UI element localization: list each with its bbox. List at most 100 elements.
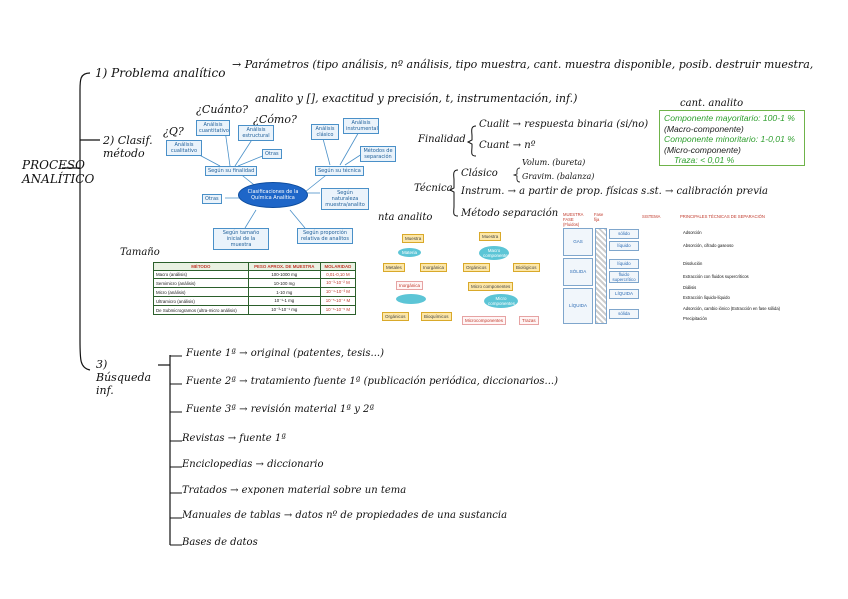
tecnica-cell: Adsorción, cambio iónico (Extracción en …	[683, 306, 781, 311]
sistema-cell: sólido	[609, 229, 639, 239]
sistema-cell: sólida	[609, 309, 639, 319]
tecnica-clasico: Clásico	[461, 168, 498, 179]
tamano-cell: 0,01-0,10 M	[319, 270, 357, 279]
sep-header: PRINCIPALES TÉCNICAS DE SEPARACIÓN	[680, 214, 765, 219]
tecnica-separacion: Método separación	[461, 208, 559, 219]
tamano-cell: Micro (análisis)	[153, 287, 249, 297]
table-row: Micro (análisis) 1-10 mg 10⁻⁴-10⁻³ M	[153, 287, 357, 297]
table-row: De Submicrogramos (ultra-micro análisis)…	[153, 305, 357, 315]
mindmap-node: Análisis instrumental	[343, 118, 379, 134]
table-row: Semimicro (análisis) 10-100 mg 10⁻³-10⁻²…	[153, 278, 357, 288]
tecnica-gravim: Gravim. (balanza)	[522, 172, 595, 181]
mindmap-q3: ¿Cómo?	[253, 113, 297, 126]
tamano-cell: 10⁻¹-1 mg	[247, 296, 321, 306]
cant-line: Componente mayoritario: 100-1 %	[664, 113, 795, 123]
tamano-cell: 10⁻⁴-10⁻³ M	[319, 287, 357, 297]
phase-solida: SÓLIDA	[563, 258, 593, 286]
nat-node: Bioquímicos	[421, 312, 452, 321]
source-item: Revistas → fuente 1ª	[182, 433, 287, 444]
tamano-label: Tamaño	[120, 247, 160, 258]
tamano-header: MÉTODO	[153, 262, 249, 271]
tamano-cell: Ultramicro (análisis)	[153, 296, 249, 306]
tecnica-cell: Precipitación	[683, 316, 707, 321]
tecnica-cell: Disolución	[683, 261, 703, 266]
nat-node: Micro componentes	[468, 282, 514, 291]
nat-node: Biológicos	[513, 263, 540, 272]
mindmap-node: Según tamaño inicial de la muestra	[213, 228, 269, 250]
sep-header: MUESTRA FASE (Fluidos)	[563, 212, 584, 227]
tamano-cell: De Submicrogramos (ultra-micro análisis)	[153, 305, 249, 315]
tamano-cell: 10⁻⁵-10⁻⁴ M	[319, 296, 357, 306]
tamano-cell: 10⁻³-10⁻¹ mg	[247, 305, 321, 315]
table-row: Ultramicro (análisis) 10⁻¹-1 mg 10⁻⁵-10⁻…	[153, 296, 357, 306]
tamano-cell: Macro (análisis)	[153, 270, 249, 279]
nat-node: Microcomponentes	[462, 316, 507, 325]
cant-line: (Micro-componente)	[664, 144, 741, 155]
tecnica-label: Técnica	[414, 183, 453, 194]
mindmap-center: Clasificaciones de la Química Analítica	[238, 182, 308, 208]
nat-node: Inorgánica	[396, 281, 424, 290]
naturaleza-label: nta analito	[378, 212, 433, 223]
source-item: Manuales de tablas → datos nº de propied…	[182, 510, 508, 521]
tamano-cell: 100-1000 mg	[247, 270, 321, 279]
section1-line1: → Parámetros (tipo análisis, nº análisis…	[232, 58, 814, 71]
tecnica-cell: Adsorción	[683, 230, 702, 235]
tamano-cell: 10⁻³-10⁻² M	[319, 278, 357, 288]
tecnica-cell: Extracción con fluidos supercríticos	[683, 274, 749, 279]
finalidad-label: Finalidad	[418, 134, 466, 145]
nat-node: Micro componentes	[484, 294, 518, 308]
mindmap-node: Análisis cuantitativo	[196, 120, 230, 136]
section2-label: 2) Clasif. método	[103, 134, 153, 160]
phase-gas: GAS	[563, 228, 593, 256]
finalidad-item: Cuant → nº	[479, 140, 536, 151]
phase-liquida: LÍQUIDA	[563, 288, 593, 324]
cant-analito-label: cant. analito	[680, 98, 744, 109]
cant-analito-box: Componente mayoritario: 100-1 % (Macro-c…	[659, 110, 805, 166]
tecnica-instrum: Instrum. → a partir de prop. físicas s.s…	[461, 186, 769, 197]
sistema-cell: fluido supercrítico	[609, 271, 639, 283]
sep-header: SISTEMA	[642, 214, 661, 219]
tecnica-cell: Diálisis	[683, 285, 697, 290]
nat-node: Orgánicos	[382, 312, 409, 321]
source-item: Tratados → exponen material sobre un tem…	[182, 485, 407, 496]
nat-node: Materia	[398, 248, 422, 257]
finalidad-item: Cualit → respuesta binaria (si/no)	[479, 119, 649, 130]
mindmap-node: Según su técnica	[315, 166, 364, 176]
source-item: Enciclopedias → diccionario	[182, 459, 324, 470]
cant-line: Traza: < 0,01 %	[674, 155, 735, 166]
tecnica-cell: Absorción, cifrado gaseoso	[683, 243, 734, 248]
section3-label: 3) Búsqueda inf.	[96, 358, 152, 397]
mindmap-node: Según naturaleza muestra/analito	[321, 188, 369, 210]
mindmap-node: Análisis cualitativo	[166, 140, 202, 156]
nat-node: Metales	[383, 263, 405, 272]
mindmap-node: Según proporción relativa de analitos	[297, 228, 353, 244]
root-title: PROCESO ANALÍTICO	[22, 158, 95, 186]
nat-node: Macro componentes	[479, 246, 510, 260]
cant-line: Componente minoritario: 1-0,01 %	[664, 134, 795, 145]
nat-node: Orgánicos	[463, 263, 490, 272]
tamano-header: PESO APROX. DE MUESTRA	[247, 262, 321, 271]
mindmap-node: Métodos de separación	[360, 146, 396, 162]
source-item: Fuente 2ª → tratamiento fuente 1ª (publi…	[186, 376, 558, 387]
mindmap-node: Según su finalidad	[205, 166, 258, 176]
fase-fija-column	[595, 228, 607, 324]
mindmap-node: Análisis clásico	[311, 124, 339, 140]
source-item: Fuente 1ª → original (patentes, tesis...…	[186, 348, 384, 359]
nat-node: Inorgánica	[420, 263, 448, 272]
sistema-cell: LÍQUIDA	[609, 289, 639, 299]
mindmap-node: Análisis estructural	[238, 125, 274, 141]
sistema-cell: líquido	[609, 241, 639, 251]
tamano-cell: 10-100 mg	[247, 278, 321, 288]
nat-node: Trazas	[519, 316, 539, 325]
tamano-cell: 10⁻⁶-10⁻⁵ M	[319, 305, 357, 315]
tecnica-cell: Extracción líquido-líquido	[683, 295, 730, 300]
nat-blob	[396, 294, 426, 304]
mindmap-q2: ¿Cuánto?	[196, 103, 248, 116]
mindmap-node: Otras	[262, 149, 282, 159]
tamano-cell: Semimicro (análisis)	[153, 278, 249, 288]
nat-node: Muestra	[479, 232, 502, 241]
tecnica-volum: Volum. (bureta)	[522, 158, 586, 167]
sep-header: Fase fija	[594, 212, 604, 222]
mindmap-q1: ¿Q?	[163, 125, 184, 138]
nat-node: Muestra	[402, 234, 425, 243]
